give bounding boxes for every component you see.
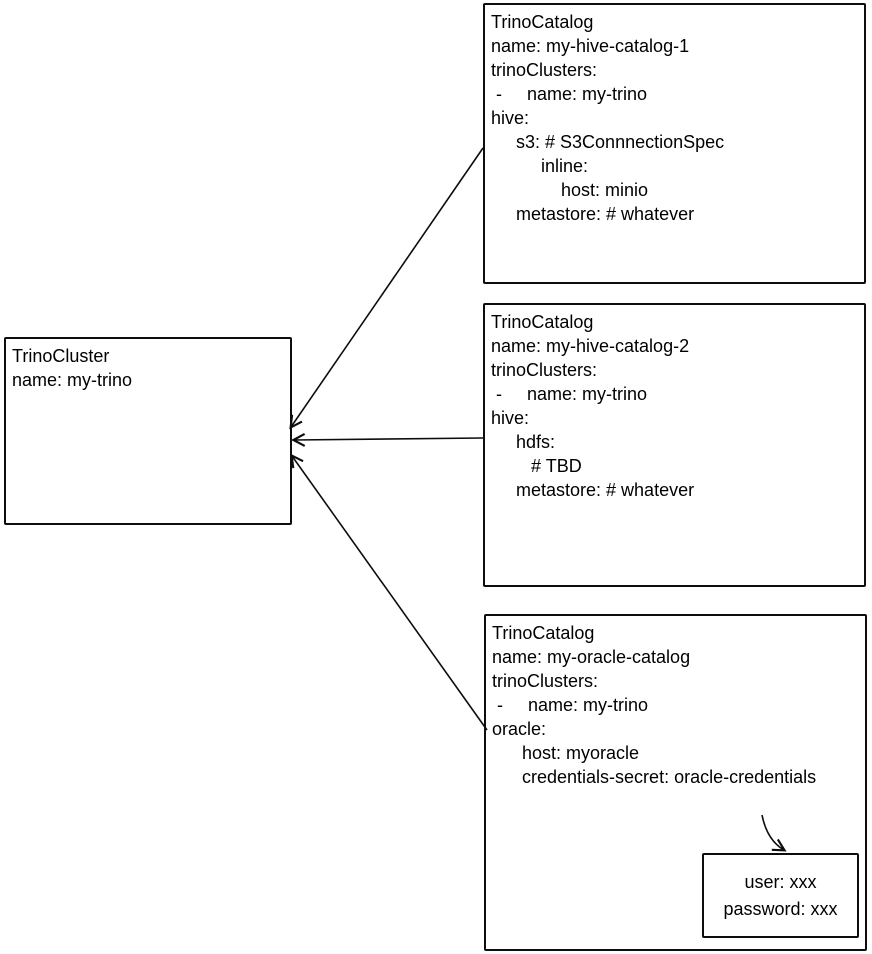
connector-catalog2-to-cluster [294, 438, 484, 440]
node-text-line: TrinoCatalog [491, 12, 594, 32]
node-oracle-credentials-secret: user: xxx password: xxx [702, 853, 859, 938]
node-text-line: name: my-hive-catalog-1 [491, 36, 690, 56]
node-text-line: TrinoCatalog [492, 623, 595, 643]
node-text-line: trinoClusters: [492, 671, 599, 691]
node-text-line: TrinoCatalog [491, 312, 594, 332]
node-text-line: # TBD [491, 456, 582, 476]
node-text-line: metastore: # whatever [491, 204, 695, 224]
node-text-line: host: myoracle [492, 743, 640, 763]
node-text-line: - name: my-trino [492, 695, 649, 715]
node-text-line: name: my-trino [12, 370, 133, 390]
node-text-line: name: my-oracle-catalog [492, 647, 691, 667]
node-text-line: name: my-hive-catalog-2 [491, 336, 690, 356]
node-trino-catalog-hive-2: TrinoCatalog name: my-hive-catalog-2 tri… [483, 303, 866, 587]
node-text-line: user: xxx [744, 871, 817, 892]
node-text-line: hdfs: [491, 432, 556, 452]
node-text-line: hive: [491, 108, 530, 128]
node-text-line: trinoClusters: [491, 60, 598, 80]
node-trino-cluster: TrinoCluster name: my-trino [4, 337, 292, 525]
node-trino-catalog-hive-1: TrinoCatalog name: my-hive-catalog-1 tri… [483, 3, 866, 284]
connector-catalog3-to-cluster [292, 456, 488, 731]
node-text-line: s3: # S3ConnnectionSpec [491, 132, 725, 152]
node-text-line: inline: [491, 156, 589, 176]
node-text-line: TrinoCluster [12, 346, 110, 366]
node-trino-catalog-oracle: TrinoCatalog name: my-oracle-catalog tri… [484, 614, 867, 951]
connector-catalog1-to-cluster [291, 147, 484, 427]
node-text-line: password: xxx [723, 898, 838, 919]
node-text-line: trinoClusters: [491, 360, 598, 380]
node-text-line: - name: my-trino [491, 384, 648, 404]
node-text-line: oracle: [492, 719, 547, 739]
node-text-line: hive: [491, 408, 530, 428]
node-text-line: - name: my-trino [491, 84, 648, 104]
node-text-line: host: minio [491, 180, 649, 200]
node-text-line: metastore: # whatever [491, 480, 695, 500]
node-text-line: credentials-secret: oracle-credentials [492, 767, 817, 787]
